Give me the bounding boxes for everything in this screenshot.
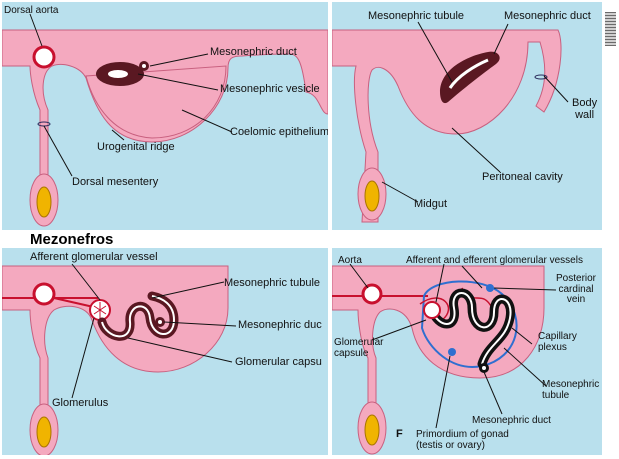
label-coelomic-epithelium: Coelomic epithelium — [230, 127, 328, 139]
aorta — [34, 284, 54, 304]
mesonephric-vesicle-lumen — [108, 70, 128, 78]
label-primordium-of-gonad: Primordium of gonad (testis or ovary) — [416, 430, 509, 451]
label-mesonephric-tubule: Mesonephric tubule — [224, 278, 320, 290]
figure-letter: F — [396, 428, 403, 440]
label-mesonephric-duct: Mesonephric duct — [504, 11, 591, 23]
panel-a-illustration — [2, 2, 328, 230]
aorta — [363, 285, 381, 303]
label-mesonephric-tubule: Mesonephric tubule — [368, 11, 464, 23]
label-glomerular-capsule: Glomerular capsu — [235, 357, 322, 369]
midgut-lumen — [365, 181, 379, 211]
panel-glomerulus: Afferent glomerular vessel Mesonephric t… — [2, 248, 328, 455]
glomerulus-shape — [424, 302, 440, 318]
section-title: Mezonefros — [30, 231, 113, 248]
label-afferent-glomerular-vessel: Afferent glomerular vessel — [30, 252, 158, 264]
label-dorsal-mesentery: Dorsal mesentery — [72, 177, 158, 189]
dorsal-aorta — [34, 47, 54, 67]
label-mesonephric-duct: Mesonephric duct — [472, 416, 551, 427]
label-afferent-efferent-vessels: Afferent and efferent glomerular vessels — [406, 256, 583, 267]
label-mesonephric-duct: Mesonephric duct — [210, 47, 297, 59]
label-midgut: Midgut — [414, 199, 447, 211]
corner-stamp — [605, 12, 616, 46]
label-peritoneal-cavity: Peritoneal cavity — [482, 172, 563, 184]
panel-urogenital-ridge: Dorsal aorta Mesonephric duct Mesonephri… — [2, 2, 328, 230]
label-mesonephric-vesicle: Mesonephric vesicle — [220, 84, 320, 96]
panel-vascular: Aorta Afferent and efferent glomerular v… — [332, 248, 602, 455]
label-dorsal-aorta: Dorsal aorta — [4, 6, 58, 17]
label-body-wall: Body wall — [572, 98, 597, 121]
label-posterior-cardinal-vein: Posterior cardinal vein — [556, 274, 596, 306]
panel-b-illustration — [332, 2, 602, 230]
label-glomerular-capsule: Glomerular capsule — [334, 338, 383, 359]
label-glomerulus: Glomerulus — [52, 398, 108, 410]
label-mesonephric-tubule: Mesonephric tubule — [542, 380, 599, 401]
panel-mesonephric-tubule: Mesonephric tubule Mesonephric duct Body… — [332, 2, 602, 230]
cardinal-vein — [486, 284, 494, 292]
label-urogenital-ridge: Urogenital ridge — [97, 142, 175, 154]
gut-lumen — [37, 187, 51, 217]
gonad-lumen — [365, 415, 379, 445]
label-capillary-plexus: Capillary plexus — [538, 332, 577, 353]
label-mesonephric-duct: Mesonephric duc — [238, 320, 322, 332]
gut-lumen — [37, 417, 51, 447]
label-aorta: Aorta — [338, 256, 362, 267]
